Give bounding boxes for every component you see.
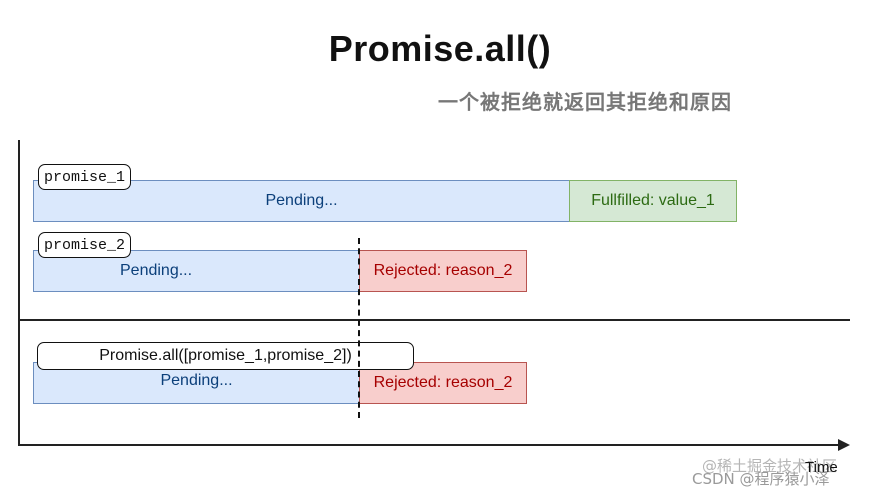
promise-1-label-text: promise_1 (43, 168, 125, 186)
watermark-line-2: CSDN @程序猿小泽 (692, 470, 830, 488)
section-divider (18, 319, 850, 321)
promise-all-label-text: Promise.all([promise_1,promise_2]) (99, 347, 352, 364)
rejection-time-marker (358, 238, 360, 418)
promise-1-fulfilled-bar: Fullfilled: value_1 (569, 180, 737, 222)
promise-all-label: Promise.all([promise_1,promise_2]) (37, 342, 414, 370)
promise-2-label: promise_2 (38, 232, 131, 258)
diagram-subtitle: 一个被拒绝就返回其拒绝和原因 (438, 90, 732, 114)
vertical-axis (18, 140, 20, 446)
promise-1-pending-text: Pending... (265, 192, 338, 209)
promise-2-pending-text: Pending... (120, 262, 193, 279)
promise-1-fulfilled-text: Fullfilled: value_1 (591, 192, 715, 209)
promise-all-pending-text: Pending... (160, 372, 233, 389)
promise-1-label: promise_1 (38, 164, 131, 190)
promise-2-rejected-bar: Rejected: reason_2 (359, 250, 527, 292)
watermark-line-1: @稀土掘金技术社区 (702, 457, 838, 475)
promise-2-rejected-text: Rejected: reason_2 (373, 262, 513, 279)
time-axis-arrow-icon (838, 439, 850, 451)
promise-all-rejected-text: Rejected: reason_2 (373, 374, 513, 391)
diagram-title: Promise.all() (328, 28, 552, 69)
promise-2-label-text: promise_2 (43, 236, 125, 254)
time-axis-label: Time (805, 459, 838, 476)
time-axis (18, 444, 842, 446)
